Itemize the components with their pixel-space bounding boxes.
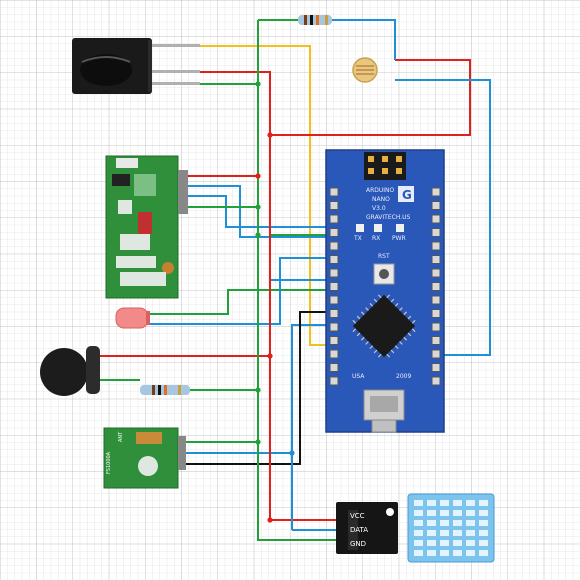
arduino-nano[interactable]: ARDUINO NANO V3.0 G GRAVITECH.US TX RX P… — [325, 149, 445, 433]
nano-pin-d7[interactable] — [329, 309, 339, 318]
wire-rf-data — [178, 185, 332, 238]
nano-pin-5v[interactable] — [431, 228, 441, 237]
rx-label: RX — [372, 235, 380, 242]
rf-transmitter-module[interactable]: FS1000A ANT — [103, 427, 186, 489]
rx-led — [374, 224, 382, 232]
resistor-buzzer[interactable] — [140, 385, 190, 395]
resistor-top[interactable] — [298, 15, 332, 25]
nano-pin-d9[interactable] — [329, 336, 339, 345]
ir-receiver[interactable] — [72, 38, 200, 94]
tx-led — [356, 224, 364, 232]
usa-label: USA — [352, 373, 365, 380]
gravitech-logo — [398, 186, 414, 202]
nano-pin-d13[interactable] — [431, 376, 441, 386]
nano-pin-vin[interactable] — [431, 187, 441, 197]
wire-tx-data — [178, 324, 332, 454]
wire-led-signal — [150, 257, 332, 325]
nano-version: V3.0 — [372, 205, 386, 212]
nano-model: NANO — [372, 196, 390, 203]
junctions — [255, 81, 295, 523]
gravitech-logo-letter: G — [402, 188, 412, 202]
nano-pin-gnd[interactable] — [431, 201, 441, 210]
rf-receiver-module[interactable] — [105, 155, 188, 299]
nano-pin-3v3[interactable] — [431, 363, 441, 372]
nano-pin-d3[interactable] — [329, 255, 339, 264]
rf-tx-ant-label: ANT — [118, 431, 124, 442]
atmega-chip — [352, 294, 416, 358]
reset-label: RST — [378, 253, 390, 260]
nano-pin-d5[interactable] — [329, 282, 339, 291]
dht11-sensor[interactable]: VCC DATA GND — [336, 493, 495, 563]
tx-label: TX — [353, 235, 362, 242]
nano-maker: GRAVITECH.US — [366, 214, 411, 221]
nano-pin-gnd[interactable] — [329, 228, 339, 237]
led-red[interactable] — [115, 307, 150, 329]
nano-pin-a6[interactable] — [431, 255, 441, 264]
nano-pin-d6[interactable] — [329, 295, 339, 305]
nano-pin-d12[interactable] — [329, 376, 339, 386]
nano-pin-d4[interactable] — [329, 268, 339, 278]
nano-right-pins — [431, 187, 441, 386]
nano-pin-a2[interactable] — [431, 309, 441, 318]
nano-pin-d8[interactable] — [329, 322, 339, 332]
nano-pin-a4[interactable] — [431, 282, 441, 291]
wire-resistor-top — [330, 19, 396, 60]
nano-pin-rx0[interactable] — [329, 201, 339, 210]
nano-pin-d2[interactable] — [329, 241, 339, 251]
dht-data-label: DATA — [350, 526, 368, 534]
nano-pin-a0[interactable] — [431, 336, 441, 345]
buzzer[interactable] — [40, 346, 100, 396]
nano-pin-tx1[interactable] — [329, 187, 339, 197]
dht-vcc-label: VCC — [350, 512, 365, 520]
rf-tx-model: FS1000A — [106, 451, 112, 474]
nano-pin-ref[interactable] — [431, 349, 441, 359]
year-label: 2009 — [396, 373, 411, 380]
pwr-label: PWR — [392, 235, 406, 242]
nano-pin-a3[interactable] — [431, 295, 441, 305]
dht-gnd-label: GND — [350, 540, 366, 548]
wire-ir-signal — [145, 45, 332, 346]
nano-pin-a5[interactable] — [431, 268, 441, 278]
photoresistor[interactable] — [352, 57, 378, 83]
nano-left-pins — [329, 187, 339, 386]
nano-pin-rst[interactable] — [329, 214, 339, 224]
wires — [100, 19, 491, 541]
nano-pin-d10[interactable] — [329, 349, 339, 359]
nano-pin-d11[interactable] — [329, 363, 339, 372]
nano-title: ARDUINO — [366, 187, 395, 194]
wire-tx-black — [178, 311, 332, 465]
nano-pin-rst[interactable] — [431, 214, 441, 224]
nano-pin-a1[interactable] — [431, 322, 441, 332]
wire-ldr-a0 — [395, 79, 491, 356]
nano-pin-a7[interactable] — [431, 241, 441, 251]
pwr-led — [396, 224, 404, 232]
